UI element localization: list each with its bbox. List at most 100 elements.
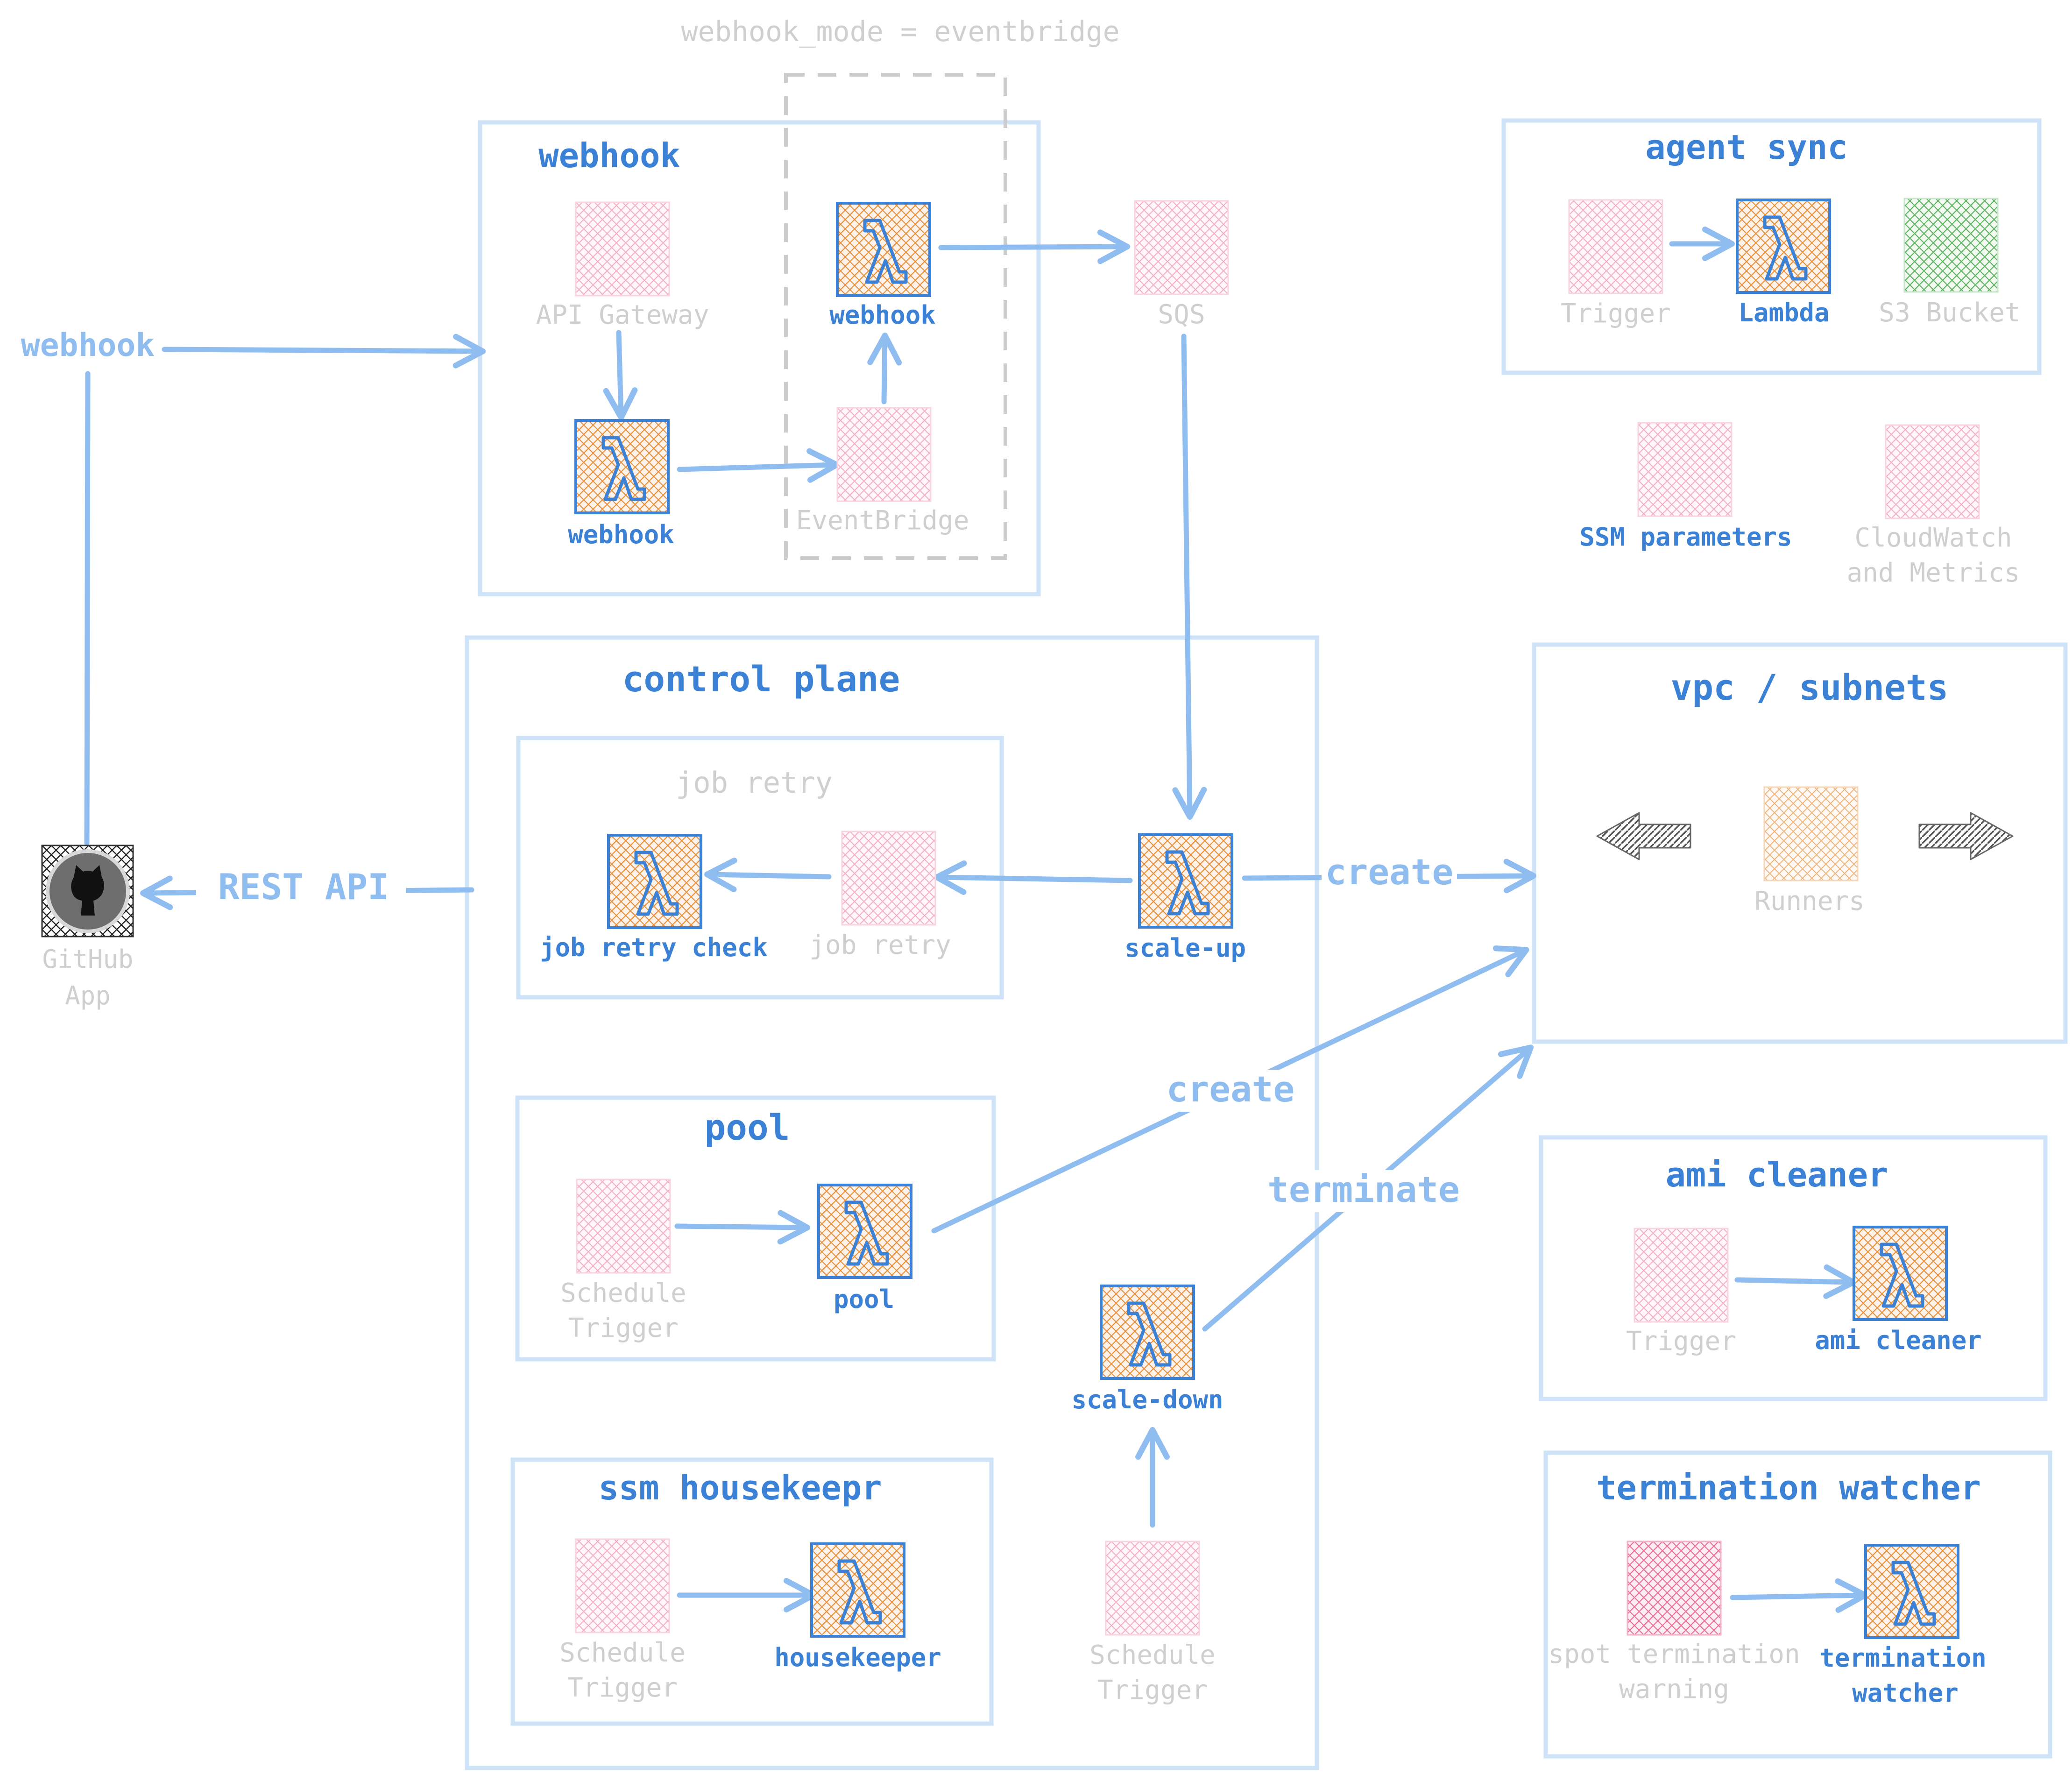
github-app-label-2: App: [65, 981, 111, 1010]
pool-group: [515, 1095, 996, 1362]
api-gateway-label: API Gateway: [536, 300, 709, 330]
hk-trigger-label-1: Schedule: [559, 1638, 686, 1668]
lambda-icon: [817, 1184, 912, 1279]
pool-lambda-label: pool: [834, 1285, 894, 1314]
housekeeper-label: housekeeper: [774, 1643, 941, 1672]
hk-trigger-node: Schedule Trigger: [559, 1538, 686, 1703]
sqs-label: SQS: [1158, 299, 1205, 330]
cloudwatch-node: CloudWatch and Metrics: [1847, 424, 2020, 588]
s3-bucket-label: S3 Bucket: [1879, 298, 2020, 328]
schedule-trigger-icon: [576, 1179, 671, 1274]
rest-api-label: REST API: [218, 866, 389, 908]
arrow-webhook-in: [162, 334, 486, 369]
eventbridge-label: EventBridge: [796, 505, 969, 536]
job-retry-title: job retry: [676, 766, 833, 800]
agent-sync-trigger-label: Trigger: [1561, 298, 1671, 329]
vpc-group: [1532, 642, 2068, 1044]
api-gateway-node: API Gateway: [536, 201, 709, 330]
spot-warning-label-2: warning: [1619, 1674, 1729, 1704]
s3-bucket-node: S3 Bucket: [1879, 198, 2021, 328]
scale-up-label: scale-up: [1124, 933, 1246, 963]
termination-watcher-group: [1543, 1450, 2052, 1759]
agent-sync-title: agent sync: [1645, 128, 1847, 167]
terminate-label-bg: [1270, 1170, 1457, 1212]
ami-cleaner-group: [1539, 1135, 2048, 1401]
lambda-icon: [574, 419, 670, 514]
pool-trigger-label-1: Schedule: [560, 1278, 686, 1308]
lambda-icon: [810, 1542, 905, 1638]
sqs-node: SQS: [1134, 200, 1229, 330]
lambda-icon: [1736, 199, 1831, 294]
job-retry-queue-label: job retry: [809, 930, 951, 960]
scale-down-node: scale-down: [1071, 1285, 1223, 1414]
ssm-parameters-label: SSM parameters: [1579, 522, 1792, 552]
terminate-label: terminate: [1267, 1169, 1460, 1210]
ami-cleaner-title: ami cleaner: [1666, 1155, 1888, 1194]
webhook-in-label: webhook: [21, 327, 155, 364]
spot-warning-node: spot termination warning: [1548, 1541, 1800, 1704]
runners-label: Runners: [1754, 886, 1865, 916]
arrow-sqs-to-scaleup: [1172, 334, 1207, 820]
scale-down-label: scale-down: [1071, 1385, 1223, 1414]
webhook-lambda-eb-node: webhook: [829, 202, 936, 330]
lambda-icon: [1138, 833, 1233, 929]
agent-sync-trigger-node: Trigger: [1561, 199, 1671, 329]
schedule-trigger-icon: [1105, 1541, 1200, 1636]
cloudwatch-icon: [1885, 424, 1980, 519]
ssm-parameters-node: SSM parameters: [1579, 422, 1792, 552]
lambda-icon: [607, 834, 702, 929]
eventbridge-mode-box: [784, 73, 1007, 560]
scale-up-node: scale-up: [1124, 833, 1246, 963]
runners-icon: [1763, 786, 1859, 881]
scale-in-arrow-icon: [1596, 812, 1691, 860]
create-top-label: create: [1325, 851, 1454, 893]
job-retry-queue-icon: [841, 831, 936, 926]
scale-down-trigger-label-1: Schedule: [1089, 1640, 1216, 1670]
arrow-webhook-to-sqs: [938, 229, 1131, 264]
pool-title: pool: [704, 1107, 790, 1148]
sqs-icon: [1134, 200, 1229, 295]
scale-out-arrow-icon: [1918, 812, 2014, 860]
github-app-label-1: GitHub: [42, 944, 133, 974]
termination-watcher-lambda-node: termination watcher: [1819, 1544, 1987, 1708]
rest-api-label-bg: [196, 871, 406, 911]
ami-cleaner-lambda-node: ami cleaner: [1815, 1226, 1982, 1355]
job-retry-group: [516, 736, 1004, 1000]
s3-bucket-icon: [1903, 198, 1999, 293]
control-plane-title: control plane: [622, 658, 900, 700]
lambda-icon: [1853, 1226, 1948, 1321]
termination-watcher-label-2: watcher: [1852, 1678, 1959, 1708]
webhook-group-title: webhook: [538, 136, 680, 175]
webhook-lambda-node: webhook: [568, 419, 674, 549]
lambda-icon: [836, 202, 931, 297]
ssm-parameters-icon: [1637, 422, 1733, 517]
ssm-housekeeper-title: ssm housekeepr: [599, 1468, 882, 1507]
api-gateway-icon: [575, 201, 670, 297]
agent-sync-lambda-node: Lambda: [1736, 199, 1831, 327]
ami-trigger-node: Trigger: [1626, 1228, 1736, 1356]
agent-sync-group: [1501, 118, 2042, 375]
vpc-title: vpc / subnets: [1671, 667, 1949, 708]
webhook-lambda-label: webhook: [568, 520, 674, 549]
eventbridge-node: EventBridge: [796, 407, 969, 536]
runners-node: Runners: [1754, 786, 1865, 916]
mode-note: webhook_mode = eventbridge: [681, 15, 1119, 48]
github-app-node: GitHub App: [41, 845, 134, 1010]
job-retry-check-node: job retry check: [540, 834, 768, 962]
ssm-housekeeper-group: [510, 1457, 994, 1726]
pool-lambda-node: pool: [817, 1184, 912, 1314]
housekeeper-node: housekeeper: [774, 1542, 941, 1672]
job-retry-check-label: job retry check: [540, 933, 768, 962]
arrow-scaleup-to-jobretry: [933, 860, 1133, 895]
lambda-icon: [1864, 1544, 1959, 1639]
arrow-eventbridge-to-webhook: [867, 332, 902, 405]
arrow-apigw-to-webhook: [603, 330, 638, 421]
create-top-label-bg: [1322, 855, 1457, 895]
create-mid-label: create: [1167, 1068, 1295, 1110]
hk-trigger-label-2: Trigger: [567, 1673, 678, 1703]
cloudwatch-label-1: CloudWatch: [1854, 523, 2012, 553]
ami-trigger-label: Trigger: [1626, 1326, 1736, 1356]
termination-watcher-title: termination watcher: [1596, 1468, 1981, 1507]
create-mid-label-bg: [1163, 1070, 1298, 1112]
